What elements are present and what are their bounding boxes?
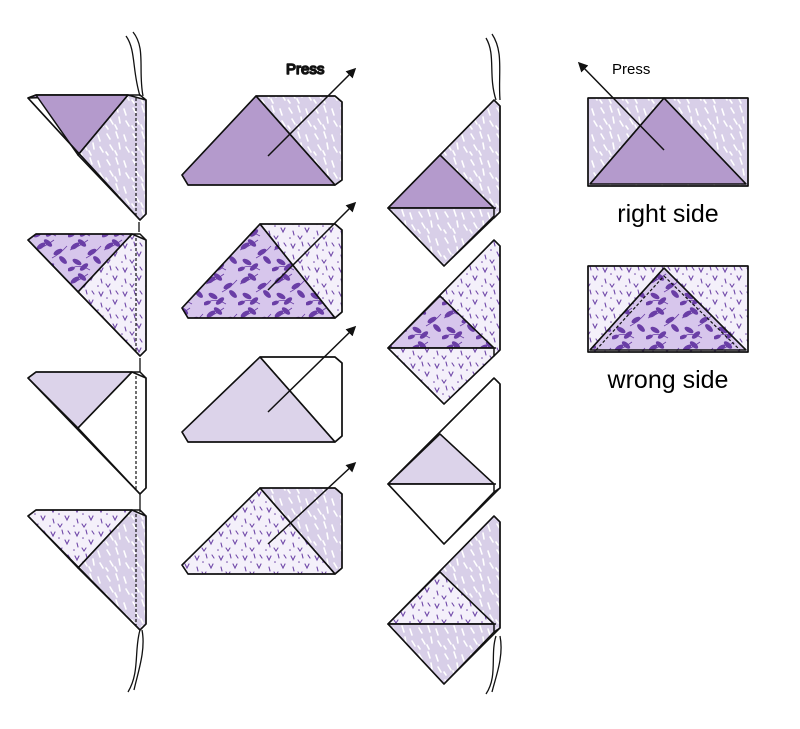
pressed-light-lilac xyxy=(181,325,357,443)
right-side-block xyxy=(577,61,749,187)
piece-solid-purple xyxy=(27,94,147,221)
piece-light-lilac xyxy=(27,371,147,495)
column-3-pieces xyxy=(387,99,501,685)
wrong-side-label: wrong side xyxy=(607,366,729,394)
column-2-pieces: Press xyxy=(181,60,357,575)
column-4-sides: Press right side wrong side xyxy=(577,61,749,394)
chain-unit-3 xyxy=(387,377,501,545)
press-label-2: Press xyxy=(612,61,650,78)
piece-sprig-print xyxy=(27,509,147,631)
pressed-solid-purple xyxy=(181,67,357,186)
pressed-sprig-print xyxy=(181,461,357,575)
chain-unit-1 xyxy=(387,99,501,267)
chain-unit-4 xyxy=(387,515,501,685)
chain-unit-2 xyxy=(387,239,501,405)
piece-leaf-print xyxy=(27,233,147,357)
thread-column-1 xyxy=(125,31,144,693)
press-label-1: Press xyxy=(286,61,324,78)
pressed-leaf-print xyxy=(181,201,357,319)
right-side-label: right side xyxy=(617,200,718,228)
wrong-side-block xyxy=(587,265,749,353)
thread-column-3 xyxy=(485,33,502,695)
column-1-pieces xyxy=(27,94,147,631)
